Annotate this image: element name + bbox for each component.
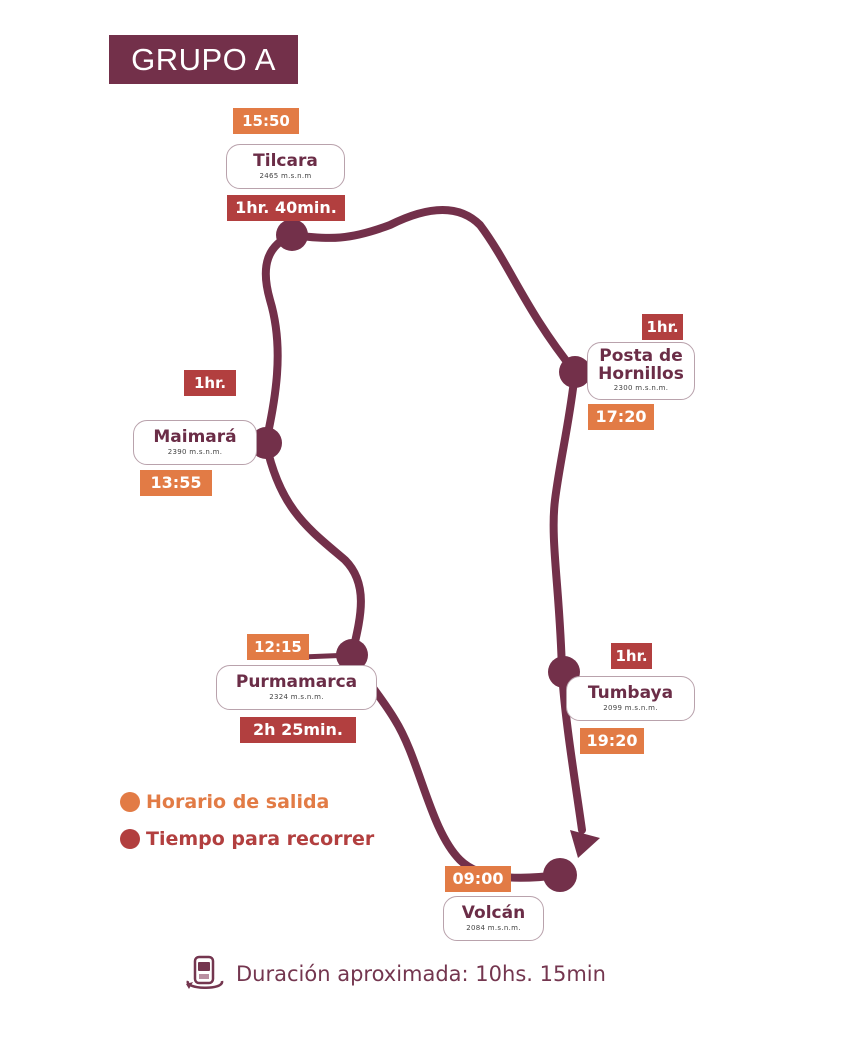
duration-tilcara: 1hr. 40min. (227, 195, 345, 221)
legend-duration-label: Tiempo para recorrer (146, 828, 375, 850)
stop-marker-volcan (543, 858, 577, 892)
total-duration: Duración aproximada: 10hs. 15min (184, 955, 606, 993)
stop-marker-purmamarca (336, 639, 368, 671)
legend-duration: Tiempo para recorrer (120, 828, 374, 850)
stop-altitude: 2390 m.s.n.m. (167, 448, 223, 456)
stop-name: Volcán (461, 903, 526, 923)
stop-marker-hornillos (559, 356, 591, 388)
departure-maimara: 13:55 (140, 470, 212, 496)
stop-tumbaya: Tumbaya 2099 m.s.n.m. (566, 676, 695, 721)
departure-tumbaya: 19:20 (580, 728, 644, 754)
legend-departure: Horario de salida (120, 791, 329, 813)
cable-car-icon (186, 955, 224, 989)
stop-name: Maimará (153, 427, 237, 447)
stop-marker-maimara (250, 427, 282, 459)
duration-purmamarca: 2h 25min. (240, 717, 356, 743)
stop-altitude: 2099 m.s.n.m. (603, 704, 658, 712)
red-dot-icon (120, 829, 140, 849)
total-duration-text: Duración aproximada: 10hs. 15min (236, 962, 606, 986)
stop-maimara: Maimará 2390 m.s.n.m. (133, 420, 257, 465)
stop-altitude: 2324 m.s.n.m. (269, 693, 324, 701)
stop-name-line1: Posta de (599, 346, 683, 366)
departure-tilcara: 15:50 (233, 108, 299, 134)
duration-maimara: 1hr. (184, 370, 236, 396)
stop-marker-tilcara (276, 219, 308, 251)
stop-purmamarca: Purmamarca 2324 m.s.n.m. (216, 665, 377, 710)
stop-name: Tilcara (253, 151, 318, 171)
stop-altitude: 2465 m.s.n.m (259, 172, 312, 180)
route-arrow-icon (570, 830, 600, 858)
duration-tumbaya: 1hr. (611, 643, 652, 669)
stop-name-line2: Hornillos (598, 364, 684, 384)
orange-dot-icon (120, 792, 140, 812)
stop-tilcara: Tilcara 2465 m.s.n.m (226, 144, 345, 189)
duration-hornillos: 1hr. (642, 314, 683, 340)
legend-departure-label: Horario de salida (146, 791, 330, 813)
stop-altitude: 2300 m.s.n.m. (613, 384, 669, 392)
stop-name: Tumbaya (587, 683, 674, 703)
departure-purmamarca: 12:15 (247, 634, 309, 660)
departure-hornillos: 17:20 (588, 404, 654, 430)
departure-volcan: 09:00 (445, 866, 511, 892)
stop-name: Purmamarca (235, 672, 358, 692)
stop-volcan: Volcán 2084 m.s.n.m. (443, 896, 544, 941)
stop-altitude: 2084 m.s.n.m. (466, 924, 521, 932)
group-title: GRUPO A (109, 35, 298, 84)
stop-hornillos: Posta de Hornillos 2300 m.s.n.m. (587, 342, 695, 400)
